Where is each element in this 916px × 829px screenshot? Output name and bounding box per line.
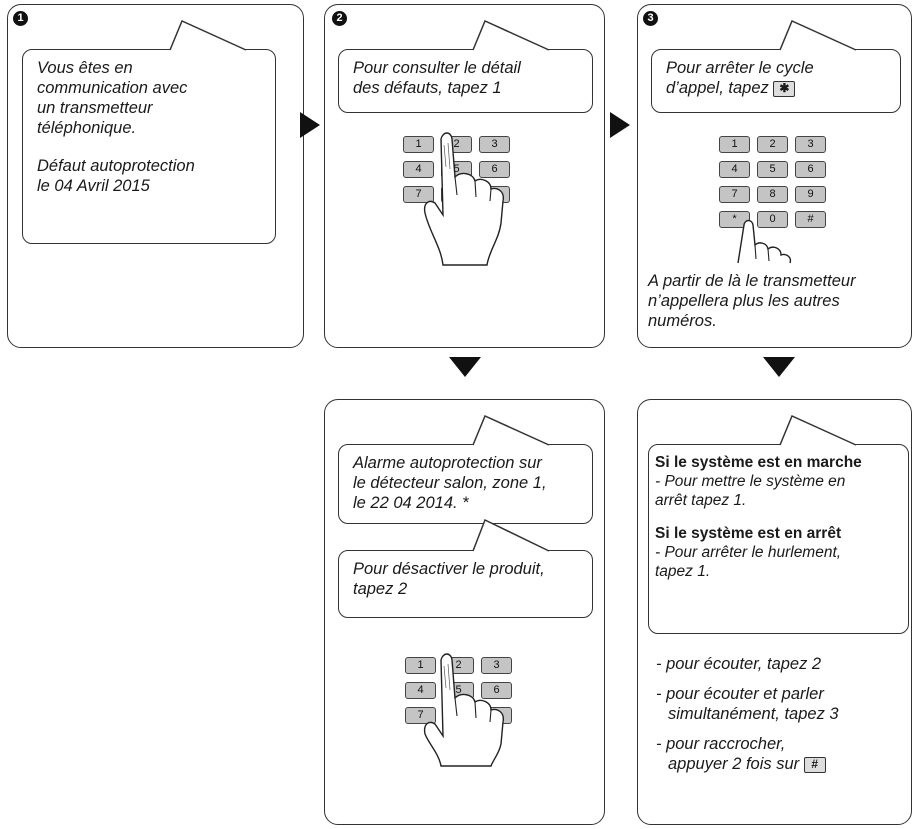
key-6[interactable]: 6 (479, 161, 510, 178)
arrow-down-1 (449, 357, 481, 377)
step-3-panel: 3 Pour arrêter le cycle d’appel, tapez ✱… (637, 4, 912, 348)
step-5-text-line: arrêt tapez 1. (655, 492, 747, 509)
key-4[interactable]: 4 (405, 682, 436, 699)
step-2-bubble-tail (472, 19, 550, 51)
key-6[interactable]: 6 (481, 682, 512, 699)
step-1-text-line: téléphonique. (37, 119, 137, 137)
step-1-text-line: Défaut autoprotection (37, 157, 195, 175)
step-2-text-line: Pour consulter le détail (353, 59, 521, 77)
step-number-2: 2 (332, 11, 347, 26)
step-1-text-line: le 04 Avril 2015 (37, 177, 150, 195)
step-1-panel: 1 Vous êtes en communication avec un tra… (7, 4, 304, 348)
step-5-option-hangup-text: appuyer 2 fois sur (668, 755, 800, 773)
key-5[interactable]: 5 (757, 161, 788, 178)
step-number-1: 1 (13, 11, 28, 26)
step-5-text-line: - Pour arrêter le hurlement, (655, 544, 842, 561)
step-2-speech-bubble: Pour consulter le détail des défauts, ta… (338, 49, 593, 113)
step-2-text-line: des défauts, tapez 1 (353, 79, 502, 97)
step-5-option-hangup-line: - pour raccrocher, (656, 735, 786, 753)
step-3-note-line: numéros. (648, 312, 717, 330)
key-hash[interactable]: # (795, 211, 826, 228)
step-3-note-line: n’appellera plus les autres (648, 292, 840, 310)
key-6[interactable]: 6 (795, 161, 826, 178)
pointing-hand-icon (737, 219, 792, 264)
step-4-speech-bubble-action: Pour désactiver le produit, tapez 2 (338, 550, 593, 618)
step-4-info-line: Alarme autoprotection sur (353, 454, 542, 472)
key-4[interactable]: 4 (403, 161, 434, 178)
step-4-action-line: Pour désactiver le produit, (353, 560, 545, 578)
key-0[interactable]: 0 (757, 211, 788, 228)
key-7[interactable]: 7 (405, 707, 436, 724)
key-2[interactable]: 2 (757, 136, 788, 153)
key-7[interactable]: 7 (403, 186, 434, 203)
arrow-right-2 (610, 112, 630, 138)
step-4-action-line: tapez 2 (353, 580, 408, 598)
step-5-text-line: - Pour mettre le système en (655, 473, 846, 490)
step-3-note-line: A partir de là le transmetteur (648, 272, 856, 290)
step-5-bubble-tail (779, 414, 857, 446)
key-4[interactable]: 4 (719, 161, 750, 178)
key-9[interactable]: 9 (795, 186, 826, 203)
step-1-text-line: Vous êtes en (37, 59, 133, 77)
arrow-down-2 (763, 357, 795, 377)
key-1[interactable]: 1 (405, 657, 436, 674)
step-4-panel: Alarme autoprotection sur le détecteur s… (324, 399, 605, 825)
step-5-text-line: tapez 1. (655, 563, 711, 580)
key-star[interactable]: * (719, 211, 750, 228)
key-3[interactable]: 3 (481, 657, 512, 674)
step-2-panel: 2 Pour consulter le détail des défauts, … (324, 4, 605, 348)
step-4-bubble-tail-2 (472, 518, 550, 552)
pointing-hand-icon (423, 653, 505, 767)
step-3-note: A partir de là le transmetteur n’appelle… (648, 271, 910, 331)
key-3[interactable]: 3 (795, 136, 826, 153)
step-4-info-line: le détecteur salon, zone 1, (353, 474, 547, 492)
step-3-text-line: d’appel, tapez ✱ (666, 78, 886, 98)
step-5-option-hangup-line: appuyer 2 fois sur # (656, 754, 910, 774)
step-5-heading-off: Si le système est en arrêt (655, 525, 842, 542)
step-1-bubble-tail (169, 19, 247, 51)
star-key-icon: ✱ (773, 80, 796, 97)
step-5-option-talk-line: simultanément, tapez 3 (668, 705, 839, 723)
step-4-speech-bubble-info: Alarme autoprotection sur le détecteur s… (338, 444, 593, 524)
step-5-speech-bubble: Si le système est en marche - Pour mettr… (648, 444, 909, 634)
hash-key-icon: # (803, 756, 826, 773)
step-3-bubble-tail (779, 19, 857, 51)
pointing-hand-icon (423, 132, 505, 266)
step-5-option-listen: - pour écouter, tapez 2 (656, 655, 822, 673)
step-5-heading-on: Si le système est en marche (655, 454, 862, 471)
step-1-text-line: un transmetteur (37, 99, 153, 117)
step-4-bubble-tail (472, 414, 550, 446)
step-3-text-line: Pour arrêter le cycle (666, 59, 814, 77)
step-3-text-line-2: d’appel, tapez (666, 79, 769, 97)
step-5-panel: Si le système est en marche - Pour mettr… (637, 399, 912, 825)
step-5-options: - pour écouter, tapez 2 - pour écouter e… (656, 654, 910, 774)
step-1-text-line: communication avec (37, 79, 188, 97)
key-8[interactable]: 8 (757, 186, 788, 203)
key-1[interactable]: 1 (719, 136, 750, 153)
key-1[interactable]: 1 (403, 136, 434, 153)
key-3[interactable]: 3 (479, 136, 510, 153)
step-number-3: 3 (643, 11, 658, 26)
key-7[interactable]: 7 (719, 186, 750, 203)
step-3-speech-bubble: Pour arrêter le cycle d’appel, tapez ✱ (651, 49, 901, 113)
arrow-right-1 (300, 112, 320, 138)
step-4-info-line: le 22 04 2014. * (353, 494, 469, 512)
step-1-speech-bubble: Vous êtes en communication avec un trans… (22, 49, 276, 244)
step-5-option-talk-line: - pour écouter et parler (656, 685, 824, 703)
